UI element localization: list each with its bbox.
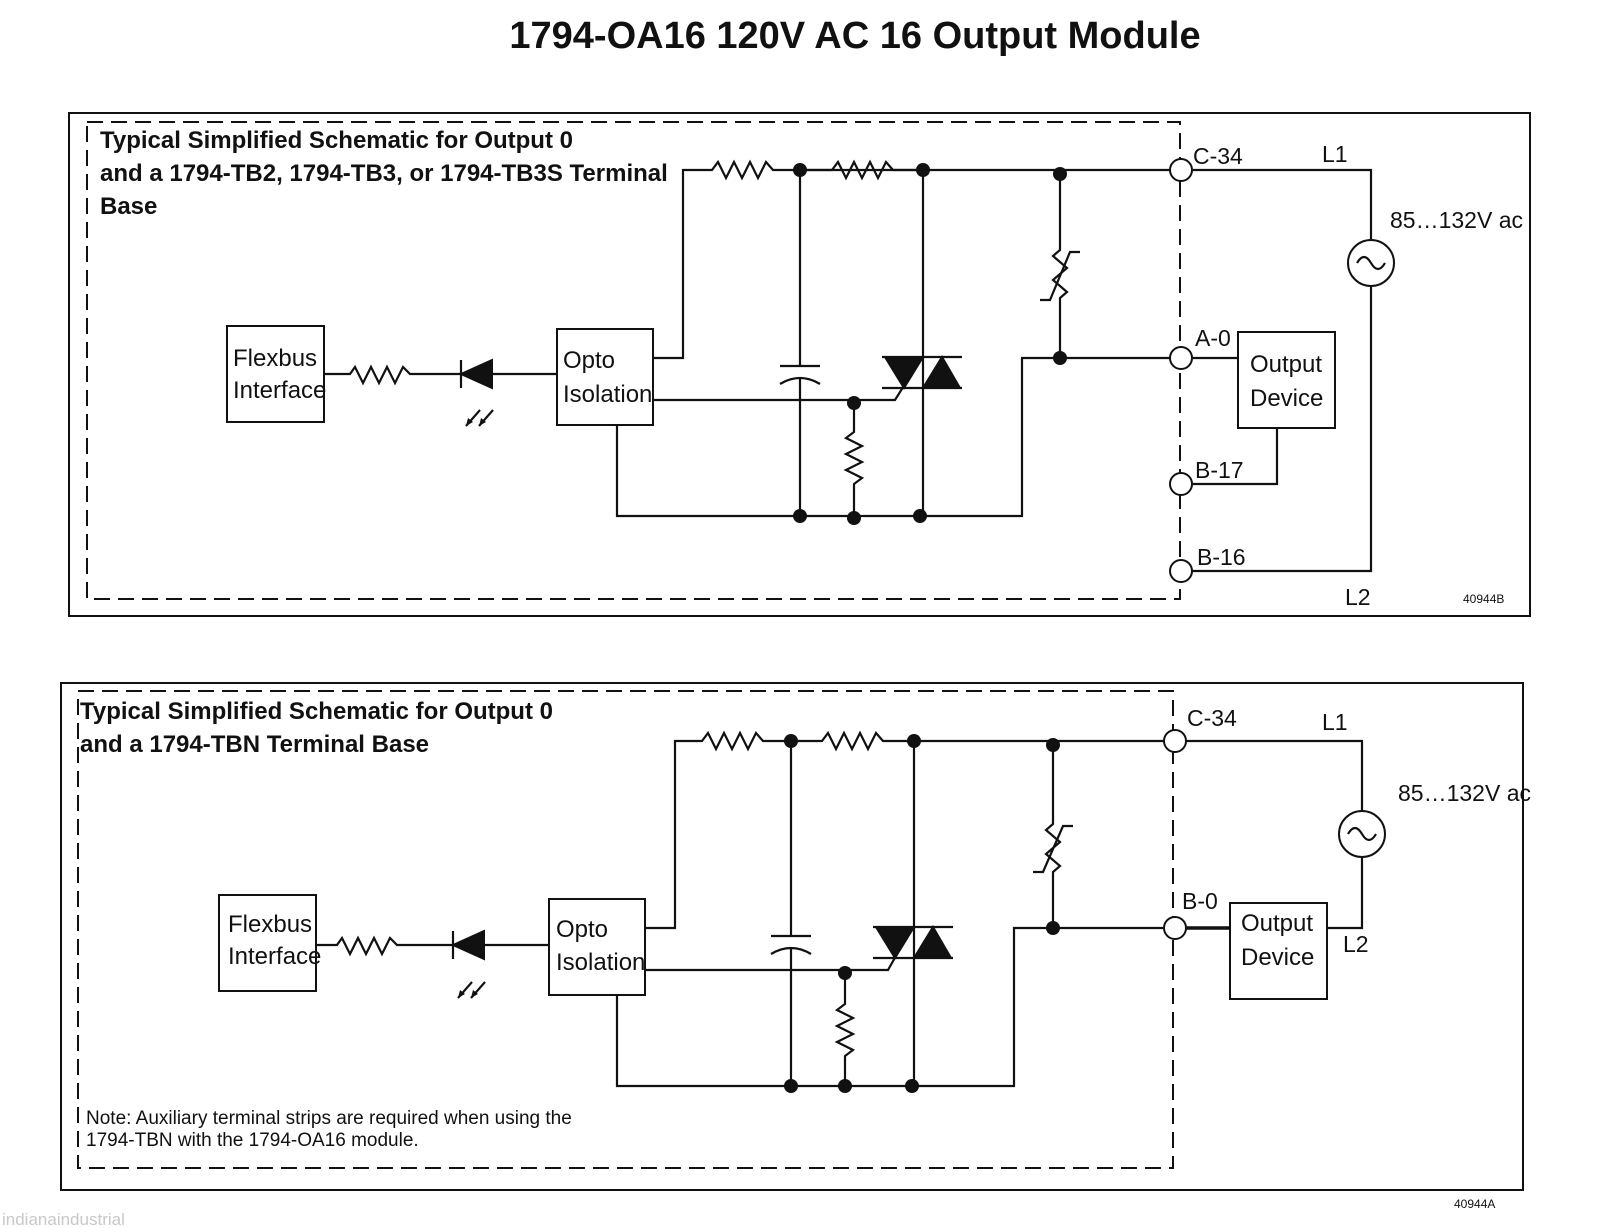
bottom-l1-wire [1175,739,1364,812]
top-input-resistor [324,364,461,386]
bottom-l2-wire [1327,857,1364,930]
bottom-output-label-1: Output [1241,910,1313,937]
bottom-rail-resistor-1 [645,730,791,930]
bottom-gate-lead [845,953,898,972]
top-led-diode [458,358,493,390]
top-junction [847,396,861,410]
top-terminal-label-b16: B-16 [1197,544,1246,570]
bottom-l2-label: L2 [1343,931,1369,957]
top-schematic: Typical Simplified Schematic for Output … [68,112,1531,617]
top-junction [793,163,807,177]
top-outer-frame [68,112,1531,617]
top-ac-wave-icon [1356,255,1386,271]
top-output-box [1237,331,1336,429]
top-terminal-a0 [1169,346,1193,370]
bottom-gate-resistor [834,970,856,1086]
bottom-junction [1046,921,1060,935]
bottom-note-line-1: Note: Auxiliary terminal strips are requ… [86,1108,572,1129]
bottom-led-light-arrows [457,981,486,999]
bottom-output-box [1229,902,1328,1000]
top-l2-wire [1181,286,1373,573]
bottom-input-resistor [316,935,453,957]
bottom-triac-lower [912,925,953,959]
bottom-supply-label: 85…132V ac [1398,780,1531,806]
top-varistor-slash [1040,250,1080,302]
bottom-schematic: Typical Simplified Schematic for Output … [60,682,1531,1211]
bottom-varistor-slash [1033,824,1073,874]
bottom-junction [905,1079,919,1093]
top-heading-line-2: and a 1794-TB2, 1794-TB3, or 1794-TB3S T… [100,160,668,187]
top-flexbus-label-2: Interface [233,377,326,404]
top-opto-box [556,328,654,426]
top-junction [913,509,927,523]
bottom-flexbus-label-2: Interface [228,943,321,970]
bottom-heading-line-1: Typical Simplified Schematic for Output … [80,698,553,725]
watermark: indianaindustrial [2,1210,125,1228]
bottom-bottom-rail [615,926,1053,1088]
top-junction [1053,167,1067,181]
bottom-opto-label-2: Isolation [556,949,645,976]
top-l2-label: L2 [1345,584,1371,610]
bottom-terminal-label-b0: B-0 [1182,888,1218,914]
bottom-junction [784,1079,798,1093]
page-title: 1794-OA16 120V AC 16 Output Module [509,15,1200,57]
bottom-rail-resistor-2 [791,730,914,752]
bottom-junction [838,966,852,980]
top-flexbus-label-1: Flexbus [233,345,317,372]
top-triac-lower [921,355,962,389]
bottom-l1-label: L1 [1322,709,1348,735]
top-terminal-label-b17: B-17 [1195,457,1244,483]
top-led-light-arrows [465,409,494,427]
top-junction [1053,351,1067,365]
bottom-junction [784,734,798,748]
top-output-label-2: Device [1250,385,1323,412]
bottom-terminal-c34 [1163,729,1187,753]
bottom-outer-frame [60,682,1524,1191]
bottom-flexbus-box [218,894,317,992]
bottom-varistor [1044,741,1062,928]
top-junction [793,509,807,523]
top-bottom-rail [615,356,1060,518]
top-output-label-1: Output [1250,351,1322,378]
top-terminal-b17 [1169,472,1193,496]
top-figure-id: 40944B [1463,592,1504,606]
bottom-figure-id: 40944A [1454,1197,1495,1211]
bottom-junction [907,734,921,748]
top-heading-line-1: Typical Simplified Schematic for Output … [100,127,573,154]
top-terminal-label-c34: C-34 [1193,143,1243,169]
bottom-terminal-b0 [1163,916,1187,940]
top-rail-resistor-2 [800,159,923,181]
bottom-flexbus-label-1: Flexbus [228,911,312,938]
top-triac-upper [883,356,925,390]
bottom-terminal-label-c34: C-34 [1187,705,1237,731]
top-b17-wire [1181,428,1279,486]
bottom-led-diode [450,929,485,961]
bottom-heading-line-2: and a 1794-TBN Terminal Base [80,731,429,758]
bottom-junction [1046,738,1060,752]
bottom-triac-upper [874,926,916,960]
bottom-opto-box [548,898,646,996]
bottom-note-line-2: 1794-TBN with the 1794-OA16 module. [86,1130,419,1151]
top-heading-line-3: Base [100,193,157,220]
top-terminal-c34 [1169,158,1193,182]
top-terminal-b16 [1169,559,1193,583]
bottom-opto-label-1: Opto [556,916,608,943]
bottom-junction [838,1079,852,1093]
top-junction [916,163,930,177]
top-rail-resistor-1 [653,159,923,360]
bottom-output-label-2: Device [1241,944,1314,971]
top-terminal-label-a0: A-0 [1195,325,1231,351]
top-l1-label: L1 [1322,141,1348,167]
top-supply-label: 85…132V ac [1390,207,1523,233]
bottom-ac-wave-icon [1347,826,1377,842]
top-opto-label-2: Isolation [563,381,652,408]
top-flexbus-box [226,325,325,423]
top-gate-lead [854,383,906,402]
top-l1-wire [1181,168,1373,241]
top-opto-label-1: Opto [563,347,615,374]
top-gate-resistor [843,400,865,516]
top-junction [847,511,861,525]
